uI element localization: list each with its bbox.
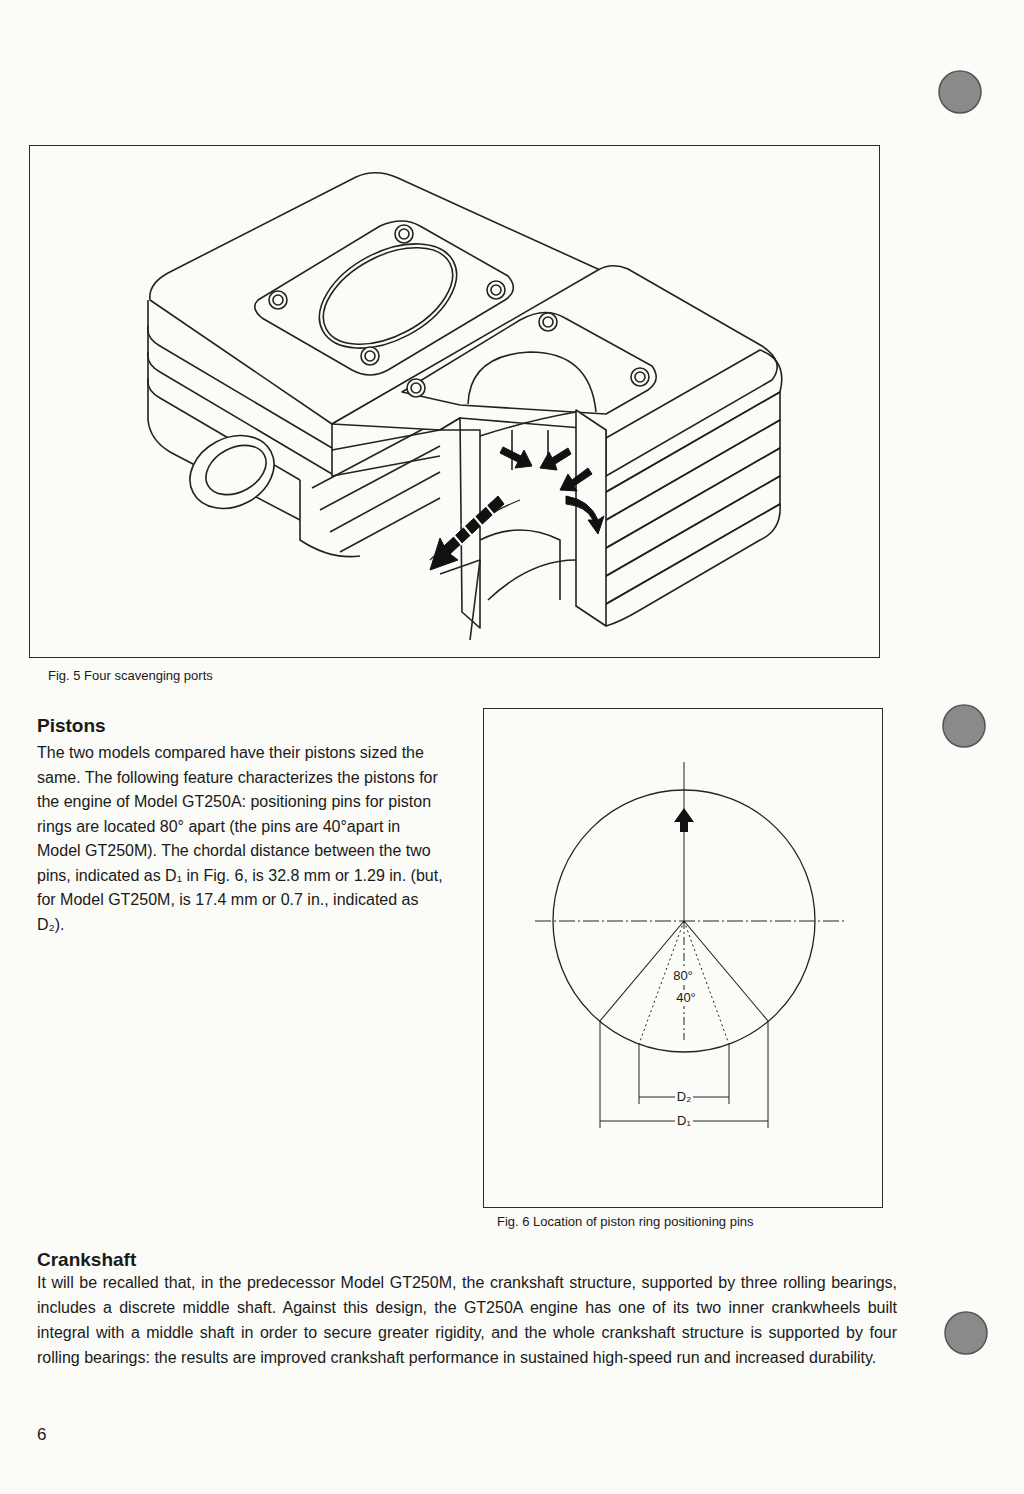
cooling-fin: [606, 350, 782, 492]
figure-frame: Fig. 6 Location of piston ring positioni…: [483, 708, 883, 1208]
punch-hole: [943, 705, 985, 747]
flow-arrow: [430, 496, 504, 570]
dimension-line: [639, 1044, 640, 1104]
dimension-line: [600, 1021, 768, 1128]
page-number: 6: [37, 1424, 46, 1445]
flow-arrow: [430, 447, 604, 570]
dimension-line: [729, 1044, 730, 1104]
dimension-label: D₂: [675, 1089, 693, 1105]
flow-arrow-hatch: [452, 503, 494, 545]
stud-hole: [407, 313, 649, 397]
center-line: [535, 921, 846, 922]
center-line: [684, 762, 685, 921]
cooling-fin: [320, 446, 440, 510]
cylinder-top-face: [302, 222, 474, 369]
dimension-line: [768, 1021, 769, 1128]
cutaway-section: [440, 560, 480, 640]
punch-hole: [939, 71, 981, 113]
cooling-fin: [332, 424, 440, 450]
direction-arrow: [674, 808, 694, 832]
flow-arrow: [560, 468, 592, 491]
punch-hole: [939, 71, 987, 1354]
angle-label: 40°: [674, 990, 698, 1006]
direction-arrow: [674, 808, 694, 832]
figure-caption: Fig. 6 Location of piston ring positioni…: [497, 1214, 754, 1229]
cylinder-drawing: [148, 173, 782, 640]
pin-angle-line: [684, 921, 768, 1021]
stud-hole: [365, 351, 375, 361]
exhaust-port: [177, 421, 287, 522]
flow-arrow: [566, 496, 604, 534]
stud-hole: [273, 295, 283, 305]
figure-caption: Fig. 5 Four scavenging ports: [48, 668, 213, 683]
cooling-fin: [340, 498, 440, 552]
stud-hole: [411, 383, 421, 393]
stud-hole: [543, 317, 553, 327]
stud-hole: [487, 281, 505, 299]
cooling-fin: [330, 472, 440, 532]
section-heading: Crankshaft: [37, 1248, 136, 1272]
cooling-fin: [312, 420, 440, 488]
figure-frame: Fig. 5 Four scavenging ports: [29, 145, 880, 658]
section-heading: Pistons: [37, 714, 106, 738]
cutaway-section: [430, 410, 606, 640]
cooling-fin: [332, 450, 440, 476]
cutaway-section: [480, 530, 560, 600]
flow-arrow-hatch: [452, 503, 494, 545]
stud-hole: [407, 379, 425, 397]
angle-label: 80°: [671, 968, 695, 984]
cooling-fin: [606, 448, 780, 576]
flow-arrow: [500, 447, 532, 468]
cylinder-top-face: [307, 228, 468, 364]
cooling-fin: [606, 392, 780, 520]
cutaway-section: [480, 412, 576, 436]
stud-hole: [395, 225, 413, 243]
punch-hole: [945, 1312, 987, 1354]
exhaust-port: [177, 421, 287, 522]
exhaust-port: [197, 436, 274, 505]
center-line: [535, 762, 846, 1040]
pin-angle-line: [600, 921, 768, 1021]
body-text: It will be recalled that, in the predece…: [37, 1270, 897, 1370]
stud-hole: [491, 285, 501, 295]
pin-angle-line-dotted: [639, 921, 729, 1044]
cooling-fin: [606, 504, 780, 626]
cylinder-top-face: [332, 266, 777, 476]
stud-hole: [539, 313, 557, 331]
cylinder-top-face: [402, 312, 656, 414]
cooling-fin: [606, 476, 780, 604]
flow-arrow: [540, 448, 571, 470]
cooling-fin: [606, 420, 780, 548]
stud-hole: [635, 372, 645, 382]
dimension-line: [600, 1021, 601, 1128]
cooling-fin: [332, 350, 782, 626]
stud-hole: [269, 291, 287, 309]
stud-hole: [399, 229, 409, 239]
dimension-label: D₁: [675, 1113, 693, 1129]
stud-hole: [631, 368, 649, 386]
body-text: The two models compared have their pisto…: [37, 741, 445, 937]
cylinder-top-face: [332, 266, 777, 476]
stud-hole: [361, 347, 379, 365]
cylinder-top-face: [468, 352, 596, 412]
cutaway-section: [488, 560, 576, 600]
